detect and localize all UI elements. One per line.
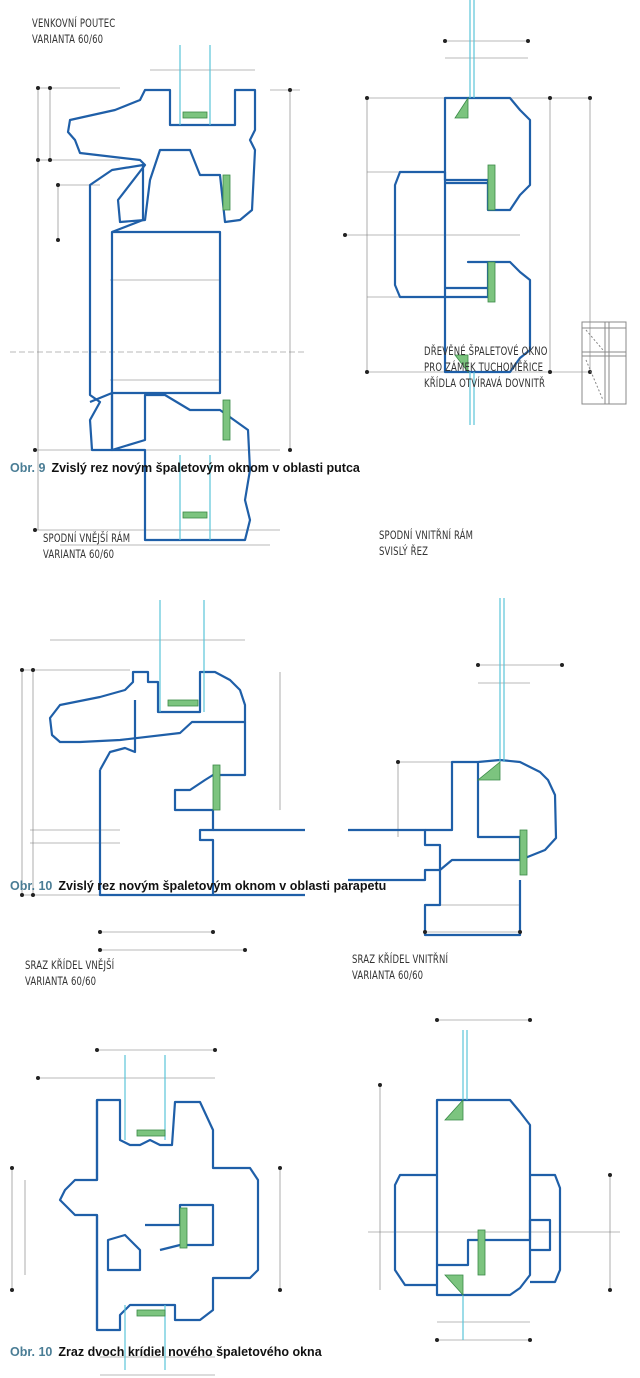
glass-lines: [124, 0, 505, 1370]
caption-text: Zvislý rez novým špaletovým oknom v obla…: [58, 879, 387, 893]
drawing-title-line: VARIANTA 60/60: [32, 32, 104, 46]
window-elevation-thumbnail: [581, 321, 627, 405]
drawing-note-line: DŘEVĚNÉ ŠPALETOVÉ OKNO: [424, 344, 548, 358]
figure-caption: Obr. 9 Zvislý rez novým špaletovým oknom …: [10, 461, 360, 475]
drawing-title-line: VARIANTA 60/60: [25, 974, 97, 988]
drawing-note-line: PRO ZÁMEK TUCHOMĚŘICE: [424, 360, 544, 374]
drawing-title-fig10b-right: SRAZ KŘÍDEL VNITŘNÍ VARIANTA 60/60: [352, 951, 448, 983]
drawing-title-fig10b-left: SRAZ KŘÍDEL VNĚJŠÍ VARIANTA 60/60: [25, 957, 114, 989]
drawing-title-line: VARIANTA 60/60: [43, 547, 115, 561]
drawing-title-line: VARIANTA 60/60: [352, 968, 424, 982]
drawing-title-line: VENKOVNÍ POUTEC: [32, 16, 116, 30]
drawing-title-line: SPODNÍ VNITŘNÍ RÁM: [379, 528, 474, 542]
figure-caption: Obr. 10 Zvislý rez novým špaletovým oknom…: [10, 879, 386, 893]
drawing-title-fig10-left: SPODNÍ VNĚJŠÍ RÁM VARIANTA 60/60: [43, 530, 130, 562]
drawing-title-line: SRAZ KŘÍDEL VNITŘNÍ: [352, 952, 449, 966]
caption-text: Zraz dvoch krídiel nového špaletového ok…: [58, 1345, 322, 1359]
drawing-title-line: SVISLÝ ŘEZ: [379, 544, 429, 558]
caption-text: Zvislý rez novým špaletovým oknom v obla…: [51, 461, 360, 475]
drawing-title-fig9-left: VENKOVNÍ POUTEC VARIANTA 60/60: [32, 15, 115, 47]
drawing-note-fig9-right: DŘEVĚNÉ ŠPALETOVÉ OKNO PRO ZÁMEK TUCHOMĚ…: [424, 343, 548, 391]
drawing-title-line: SPODNÍ VNĚJŠÍ RÁM: [43, 531, 131, 545]
drawing-title-line: SRAZ KŘÍDEL VNĚJŠÍ: [25, 958, 115, 972]
dimension-lines: [10, 40, 620, 1376]
figure-number: Obr. 10: [10, 1345, 53, 1359]
figure-number: Obr. 10: [10, 879, 53, 893]
window-profiles: [48, 88, 562, 1332]
drawing-note-line: KŘÍDLA OTVÍRAVÁ DOVNITŘ: [424, 376, 546, 390]
seal-hatching: [136, 96, 528, 1317]
drawing-title-fig10-right: SPODNÍ VNITŘNÍ RÁM SVISLÝ ŘEZ: [379, 527, 473, 559]
dimension-dots: [10, 39, 612, 1342]
figure-number: Obr. 9: [10, 461, 46, 475]
figure-caption: Obr. 10 Zraz dvoch krídiel nového špaleto…: [10, 1345, 322, 1359]
